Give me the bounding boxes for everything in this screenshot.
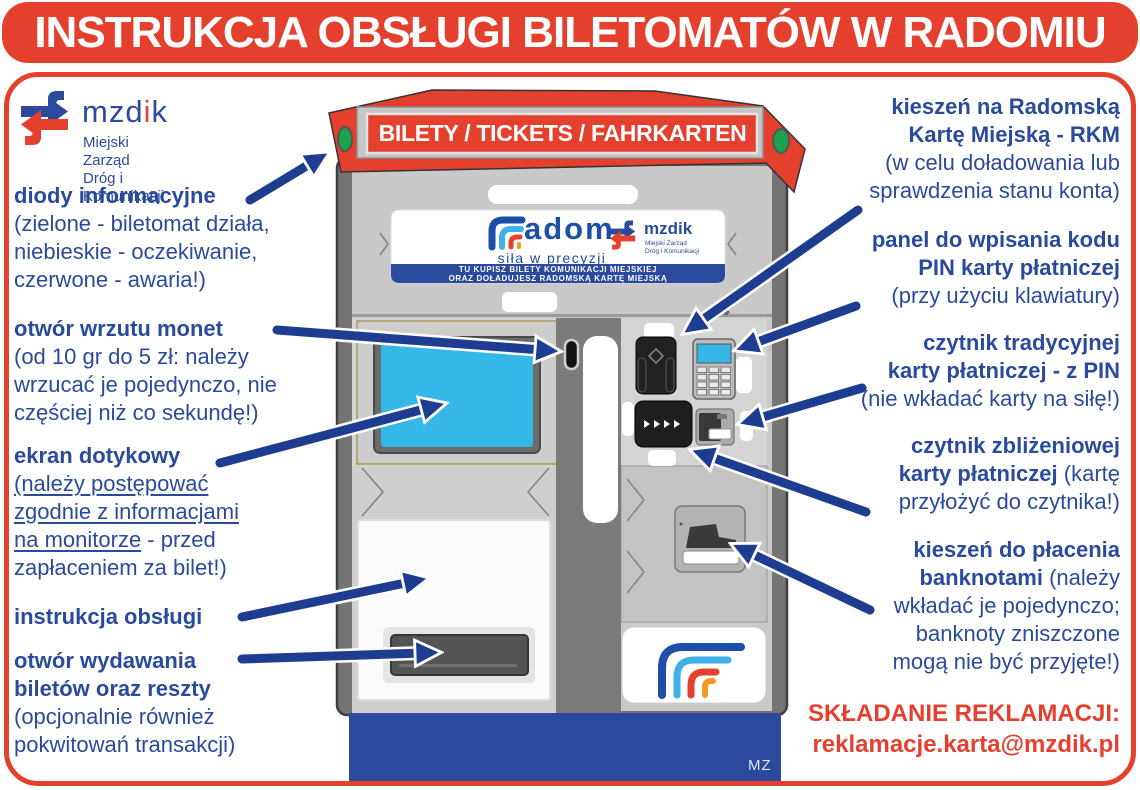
arrow-czytnik-zbliz [708, 456, 873, 519]
pin-pad [692, 338, 736, 400]
arrow-banknoty [748, 552, 877, 617]
mzdik-logo-text-small: mzdik [644, 219, 693, 238]
arrow-ekran [213, 408, 428, 470]
label-diody-informacyjne: diody informacyjne(zielone - biletomat d… [14, 183, 270, 292]
status-led-right-icon [772, 128, 790, 154]
small-slot [502, 292, 557, 312]
arrow-czytnik-trad [756, 381, 869, 419]
mzdik-logo-text: mzdik [82, 94, 168, 129]
radom-tagline: siła w precyzji [497, 250, 607, 266]
title-banner: INSTRUKCJA OBSŁUGI BILETOMATÓW W RADOMIU [2, 2, 1138, 63]
top-slot [488, 185, 638, 204]
rkm-card-pocket [635, 336, 677, 395]
banknote-slot [674, 505, 746, 573]
brand-panel [390, 209, 726, 284]
arrow-diody [243, 162, 313, 207]
card-reader [695, 408, 735, 446]
coin-slot [563, 338, 580, 371]
touchscreen [356, 320, 558, 465]
arrow-monety [270, 323, 542, 350]
contactless-reader [634, 400, 693, 448]
marquee [328, 89, 806, 194]
chevron-decorations [361, 232, 737, 594]
arrow-wydawanie [235, 653, 422, 659]
marquee-label: BILETY / TICKETS / FAHRKARTEN [378, 120, 747, 146]
status-led-left-icon [337, 126, 353, 152]
rkm-card-pocket-slot [583, 336, 618, 523]
label-skladanie-reklamacji: SKŁADANIE REKLAMACJI:reklamacje.karta@mz… [808, 700, 1120, 758]
arrow-instrukcja [235, 582, 410, 624]
page-title: INSTRUKCJA OBSŁUGI BILETOMATÓW W RADOMIU [34, 7, 1106, 57]
machine-pedestal [349, 713, 781, 786]
radom-logo-icon [488, 216, 526, 251]
rkm-logo-panel [621, 626, 767, 704]
radom-logo-text: adom [524, 211, 615, 246]
label-otwor-wrzutu-monet: otwór wrzutu monet(od 10 gr do 5 zł: nal… [14, 316, 277, 425]
label-instrukcja-obslugi: instrukcja obsługi [14, 604, 203, 629]
arrow-pin [752, 299, 863, 344]
pointer-arrows [213, 162, 877, 659]
author-signature: MZ [748, 757, 772, 774]
mzdik-logo-icon [21, 91, 68, 145]
arrow-rkm [698, 203, 865, 323]
instruction-panel [357, 519, 551, 701]
